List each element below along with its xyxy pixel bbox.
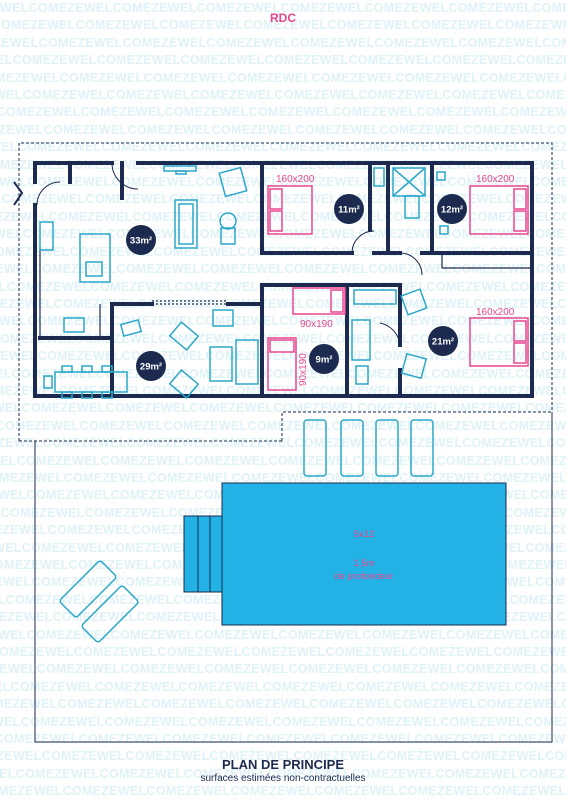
terrace-outline xyxy=(18,142,553,442)
bed-size-4: 90x190 xyxy=(300,319,333,330)
watermark-row: WELCOMEZEWELCOMEZEWELCOMEZEWELCOMEZEWELC… xyxy=(0,714,566,729)
level-label: RDC xyxy=(270,11,296,25)
room-area-bedroom3: 21m² xyxy=(432,337,454,348)
bed-size-3: 160x200 xyxy=(476,307,515,318)
pool xyxy=(221,482,507,626)
watermark-row: WELCOMEZEWELCOMEZEWELCOMEZEWELCOMEZEWELC… xyxy=(0,314,566,329)
watermark-row: WELCOMEZEWELCOMEZEWELCOMEZEWELCOMEZEWELC… xyxy=(0,453,566,468)
watermark-row: WELCOMEZEWELCOMEZEWELCOMEZEWELCOMEZEWELC… xyxy=(0,766,566,781)
watermark-row: WELCOMEZEWELCOMEZEWELCOMEZEWELCOMEZEWELC… xyxy=(0,749,566,764)
door-arcs xyxy=(36,162,423,346)
watermark-row: WELCOMEZEWELCOMEZEWELCOMEZEWELCOMEZEWELC… xyxy=(0,679,566,694)
pool-depth-line2: de profondeur xyxy=(334,571,393,582)
watermark-row: WELCOMEZEWELCOMEZEWELCOMEZEWELCOMEZEWELC… xyxy=(0,262,566,277)
pool-steps xyxy=(183,515,223,593)
room-area-bedroom2: 12m² xyxy=(441,205,463,216)
watermark-row: WELCOMEZEWELCOMEZEWELCOMEZEWELCOMEZEWELC… xyxy=(0,122,566,137)
watermark-row: WELCOMEZEWELCOMEZEWELCOMEZEWELCOMEZEWELC… xyxy=(0,88,566,103)
room-area-living: 33m² xyxy=(130,236,152,247)
pool-depth-line1: 1,5m xyxy=(353,558,374,569)
garden-outline xyxy=(34,412,553,743)
watermark-row: WELCOMEZEWELCOMEZEWELCOMEZEWELCOMEZEWELC… xyxy=(0,436,566,451)
room-area-bedroom1: 11m² xyxy=(338,205,360,216)
watermark-row: WELCOMEZEWELCOMEZEWELCOMEZEWELCOMEZEWELC… xyxy=(0,470,566,485)
watermark-row: WELCOMEZEWELCOMEZEWELCOMEZEWELCOMEZEWELC… xyxy=(0,645,566,660)
bed-size-1: 160x200 xyxy=(276,174,315,185)
watermark-row: WELCOMEZEWELCOMEZEWELCOMEZEWELCOMEZEWELC… xyxy=(0,209,566,224)
watermark-row: WELCOMEZEWELCOMEZEWELCOMEZEWELCOMEZEWELC… xyxy=(0,140,566,155)
watermark-row: WELCOMEZEWELCOMEZEWELCOMEZEWELCOMEZEWELC… xyxy=(0,662,566,677)
watermark-row: WELCOMEZEWELCOMEZEWELCOMEZEWELCOMEZEWELC… xyxy=(0,732,566,747)
watermark-row: WELCOMEZEWELCOMEZEWELCOMEZEWELCOMEZEWELC… xyxy=(0,18,566,33)
room-area-kitchen: 29m² xyxy=(140,362,162,373)
watermark-row: WELCOMEZEWELCOMEZEWELCOMEZEWELCOMEZEWELC… xyxy=(0,1,566,15)
watermark-row: WELCOMEZEWELCOMEZEWELCOMEZEWELCOMEZEWELC… xyxy=(0,697,566,712)
watermark-row: WELCOMEZEWELCOMEZEWELCOMEZEWELCOMEZEWELC… xyxy=(0,70,566,85)
watermark-row: WELCOMEZEWELCOMEZEWELCOMEZEWELCOMEZEWELC… xyxy=(0,105,566,120)
bed-size-5: 90x190 xyxy=(298,353,309,386)
area-badges xyxy=(126,194,467,381)
pool-size: 5x12 xyxy=(354,529,375,540)
bed-size-2: 160x200 xyxy=(476,174,515,185)
furniture xyxy=(39,165,449,643)
watermark-row: WELCOMEZEWELCOMEZEWELCOMEZEWELCOMEZEWELC… xyxy=(0,53,566,68)
walls xyxy=(33,161,534,398)
watermark-row: WELCOMEZEWELCOMEZEWELCOMEZEWELCOMEZEWELC… xyxy=(0,627,566,642)
beds xyxy=(267,185,529,391)
entrance-arrow-icon xyxy=(13,181,24,206)
plan-subtitle: surfaces estimées non-contractuelles xyxy=(200,773,366,784)
watermark-row: WELCOMEZEWELCOMEZEWELCOMEZEWELCOMEZEWELC… xyxy=(0,784,566,799)
room-area-bedroom4: 9m² xyxy=(316,355,333,366)
watermark-row: WELCOMEZEWELCOMEZEWELCOMEZEWELCOMEZEWELC… xyxy=(0,35,566,50)
plan-title: PLAN DE PRINCIPE xyxy=(221,757,345,772)
watermark-row: WELCOMEZEWELCOMEZEWELCOMEZEWELCOMEZEWELC… xyxy=(0,418,566,433)
